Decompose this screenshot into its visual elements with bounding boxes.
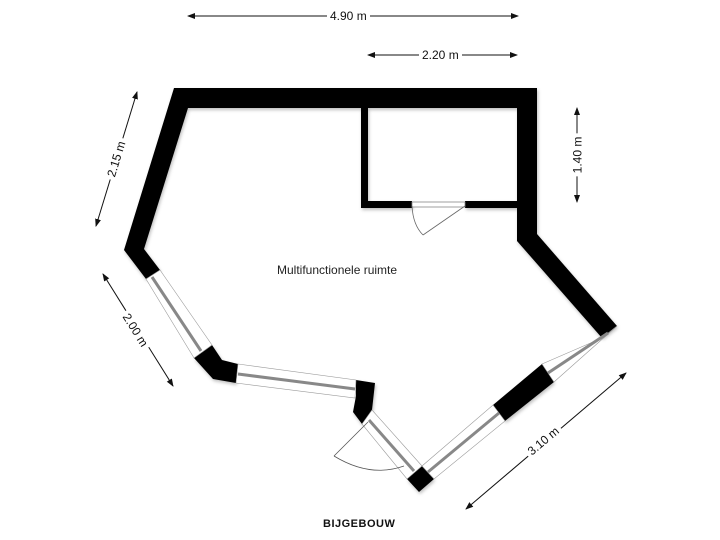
wall-main xyxy=(124,88,617,338)
walls xyxy=(124,88,617,492)
wall-corner-lower-left xyxy=(194,345,238,383)
wall-storage-bottom xyxy=(361,201,412,208)
wall-storage-left xyxy=(361,108,368,208)
entrance-door-swing xyxy=(333,421,405,471)
dim-top-total-label: 4.90 m xyxy=(327,9,370,23)
dim-right-storage-label: 1.40 m xyxy=(570,133,585,177)
room-label-multifunctionele-ruimte: Multifunctionele ruimte xyxy=(277,263,398,277)
dim-top-storage-label: 2.20 m xyxy=(419,48,462,62)
wall-segment-bottom-right xyxy=(493,364,554,421)
storage-door xyxy=(411,201,466,236)
floor-title: BIJGEBOUW xyxy=(323,518,396,530)
windows xyxy=(145,269,618,480)
wall-storage-bottom-right xyxy=(465,201,517,208)
wall-corner-bottom xyxy=(407,466,434,492)
room-floor xyxy=(140,101,602,476)
